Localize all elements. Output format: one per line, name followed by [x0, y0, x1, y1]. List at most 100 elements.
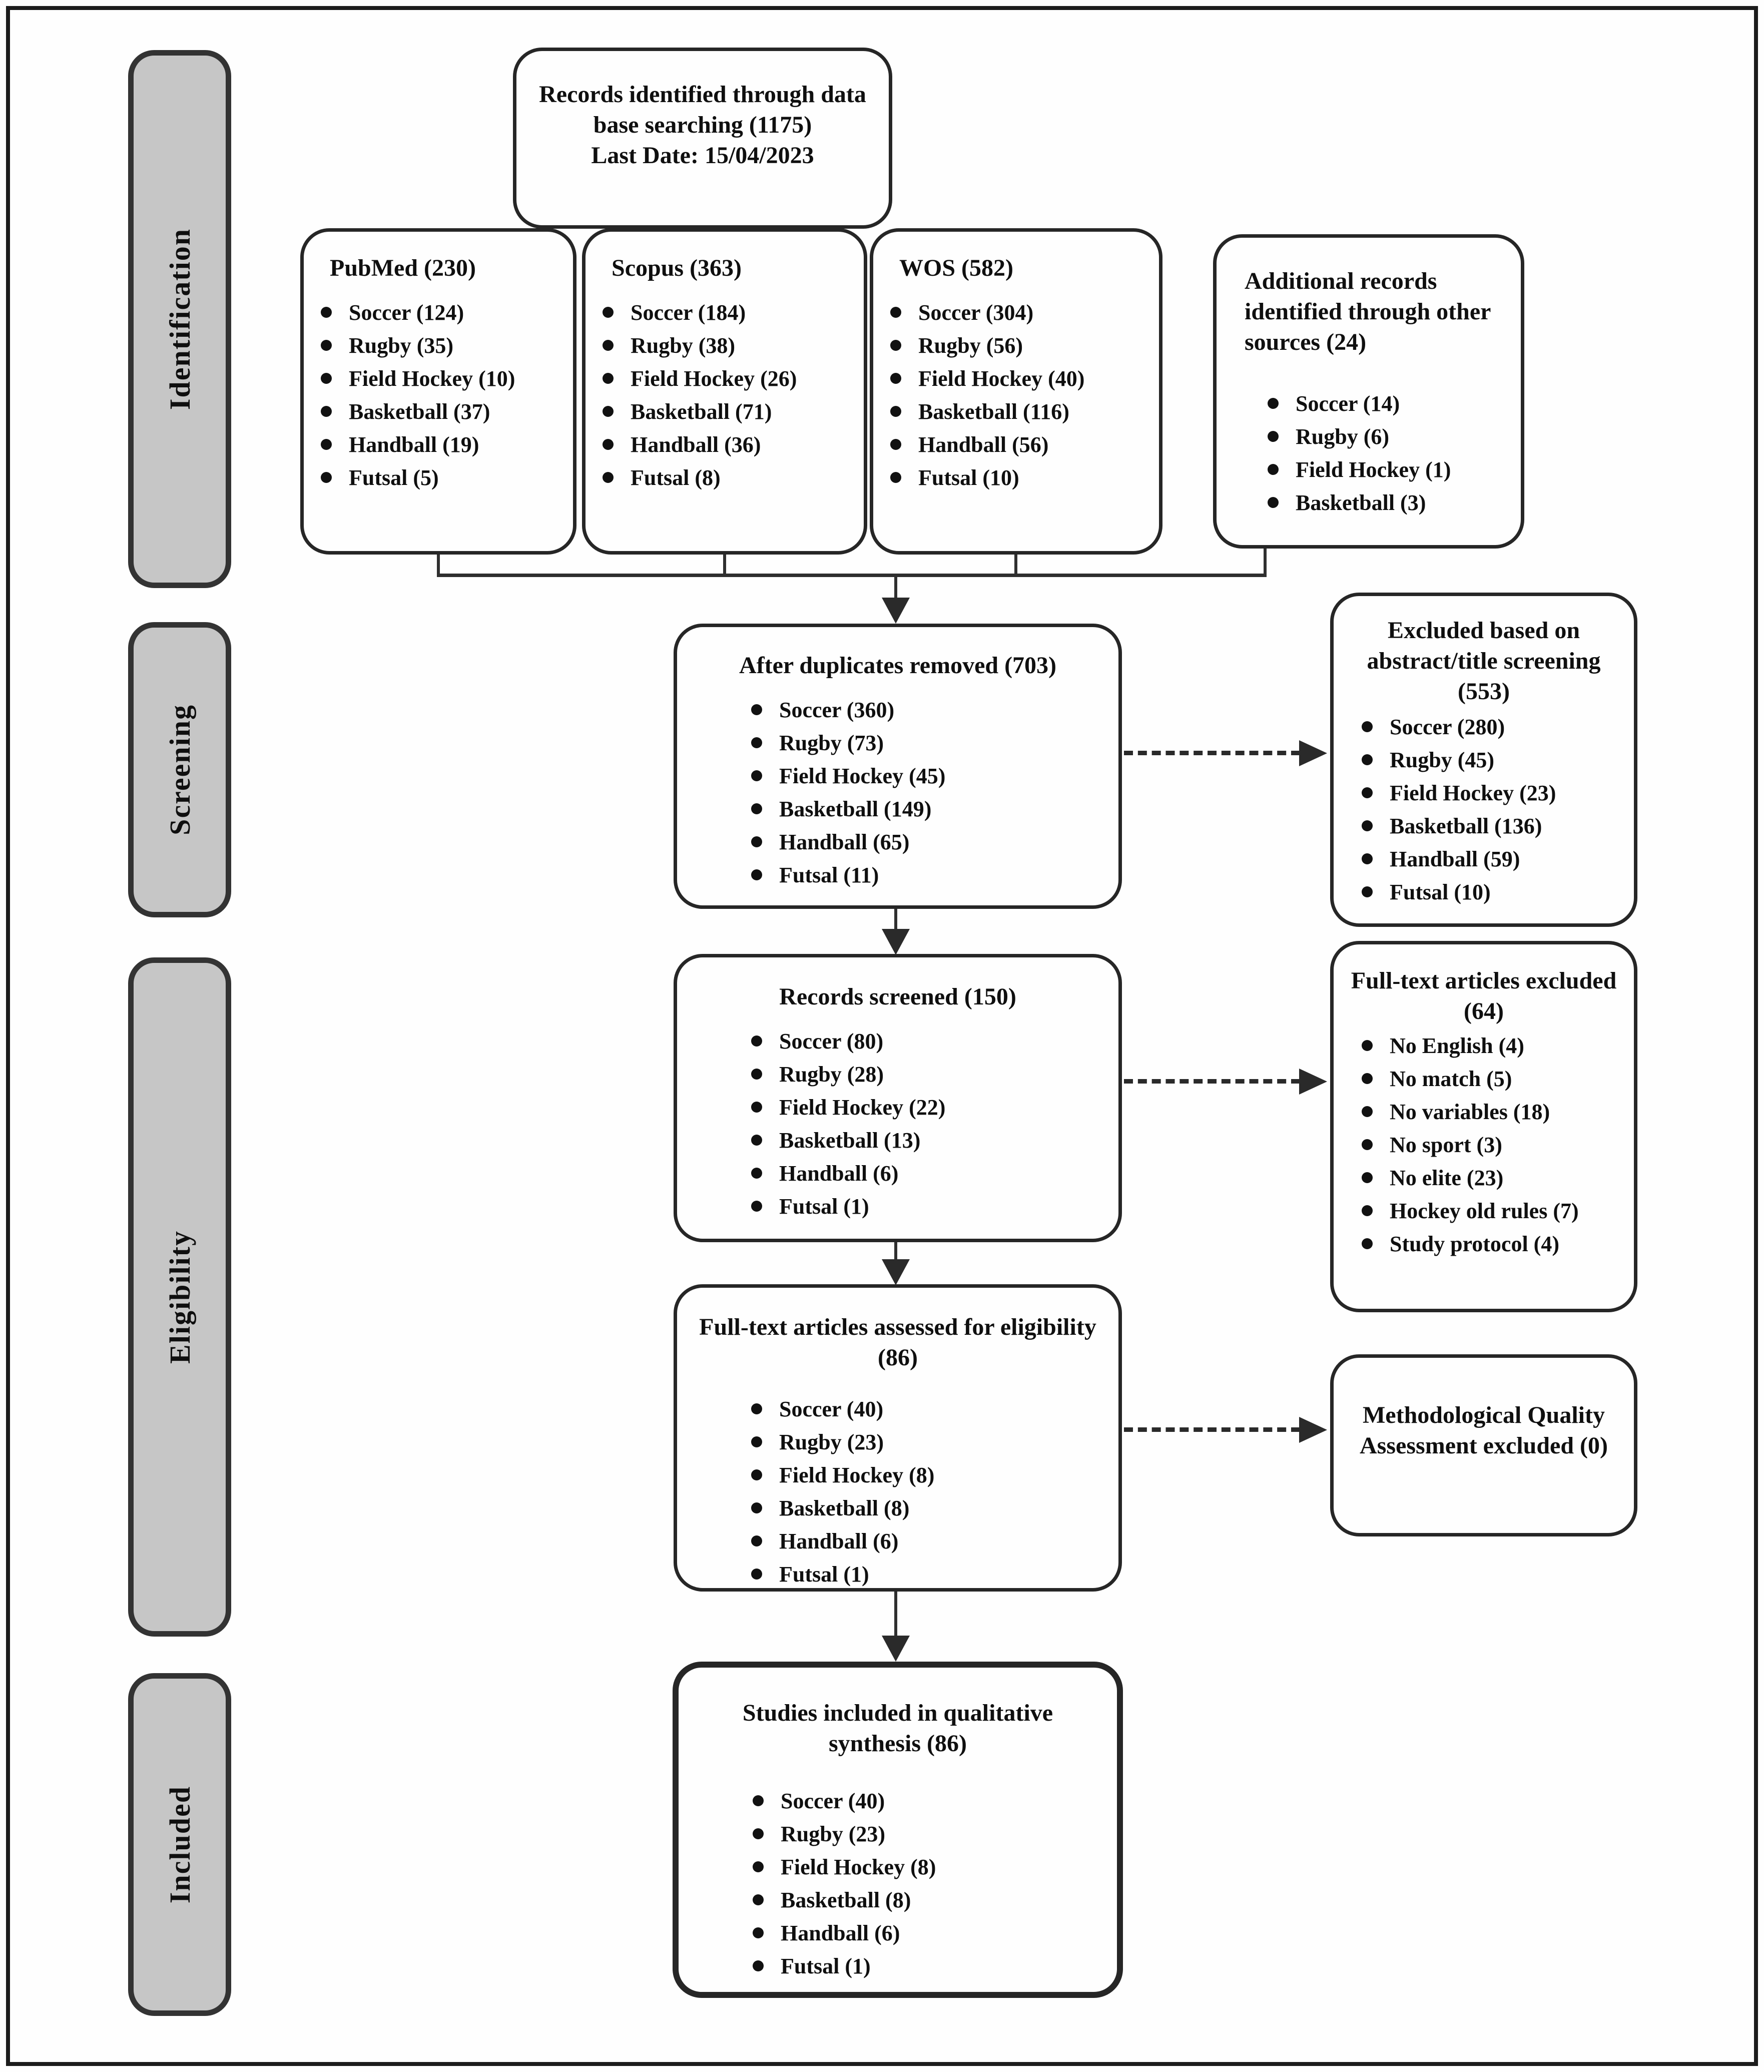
list-item: Handball (65): [748, 826, 1118, 859]
sport-count-list: Soccer (360)Rugby (73)Field Hockey (45)B…: [748, 694, 1118, 892]
sport-count-list: Soccer (40)Rugby (23)Field Hockey (8)Bas…: [748, 1393, 1118, 1591]
diagram-border-frame: [6, 6, 1758, 2066]
list-item: No English (4): [1359, 1029, 1634, 1063]
list-item: Basketball (149): [748, 793, 1118, 826]
list-item: Soccer (80): [748, 1025, 1118, 1058]
sport-count-list: Soccer (80)Rugby (28)Field Hockey (22)Ba…: [748, 1025, 1118, 1223]
list-item: Rugby (28): [748, 1058, 1118, 1091]
box-studies-included: Studies included in qualitative synthesi…: [673, 1662, 1123, 1998]
list-item: Basketball (8): [748, 1492, 1118, 1525]
list-item: No elite (23): [1359, 1162, 1634, 1195]
list-item: Futsal (5): [318, 461, 573, 494]
list-item: Soccer (14): [1265, 387, 1521, 420]
sport-count-list: Soccer (184)Rugby (38)Field Hockey (26)B…: [600, 296, 864, 494]
phase-label-text: Eligibility: [163, 1230, 196, 1364]
arrow-down-icon: [882, 1259, 910, 1285]
list-item: Rugby (23): [748, 1426, 1118, 1459]
phase-label-screening: Screening: [128, 622, 231, 917]
phase-label-text: Identification: [163, 228, 196, 410]
connector-wos-stub: [1014, 555, 1017, 576]
arrow-right-icon: [1299, 1417, 1327, 1443]
list-item: Soccer (40): [750, 1785, 1117, 1818]
list-item: Futsal (10): [887, 461, 1159, 494]
box-mqa-excluded: Methodological Quality Assessment exclud…: [1330, 1354, 1637, 1536]
phase-label-eligibility: Eligibility: [128, 957, 231, 1637]
arrow-right-icon: [1299, 1069, 1327, 1095]
list-item: Futsal (1): [748, 1558, 1118, 1591]
list-item: Field Hockey (26): [600, 362, 864, 395]
box-after-duplicates: After duplicates removed (703) Soccer (3…: [674, 624, 1122, 909]
list-item: No match (5): [1359, 1063, 1634, 1096]
list-item: Futsal (8): [600, 461, 864, 494]
list-item: Basketball (71): [600, 395, 864, 428]
list-item: Field Hockey (23): [1359, 777, 1634, 810]
connector-other-stub: [1264, 549, 1267, 576]
connector-dashed-screening: [1124, 751, 1300, 755]
connector-merge-line: [437, 574, 1267, 577]
box-title: Full-text articles excluded (64): [1351, 967, 1617, 1024]
list-item: Field Hockey (8): [750, 1851, 1117, 1884]
connector-scopus-stub: [723, 555, 726, 576]
list-item: Handball (6): [748, 1525, 1118, 1558]
connector-screened-to-assessed: [894, 1242, 897, 1261]
list-item: Soccer (280): [1359, 711, 1634, 744]
box-title: Records identified through data base sea…: [539, 81, 866, 138]
list-item: Handball (56): [887, 428, 1159, 461]
list-item: Futsal (11): [748, 859, 1118, 892]
box-title: Full-text articles assessed for eligibil…: [699, 1314, 1096, 1371]
list-item: Field Hockey (40): [887, 362, 1159, 395]
connector-duplicates-to-screened: [894, 909, 897, 931]
box-title: Excluded based on abstract/title screeni…: [1367, 617, 1601, 705]
list-item: Handball (19): [318, 428, 573, 461]
list-item: Rugby (23): [750, 1818, 1117, 1851]
list-item: Rugby (38): [600, 329, 864, 362]
box-title: After duplicates removed (703): [739, 652, 1057, 679]
list-item: Soccer (40): [748, 1393, 1118, 1426]
arrow-down-icon: [882, 1636, 910, 1662]
connector-pubmed-stub: [437, 555, 440, 576]
list-item: Futsal (10): [1359, 876, 1634, 909]
list-item: Study protocol (4): [1359, 1228, 1634, 1261]
list-item: No sport (3): [1359, 1129, 1634, 1162]
sport-count-list: Soccer (14)Rugby (6)Field Hockey (1)Bask…: [1265, 387, 1521, 520]
box-title: Scopus (363): [612, 255, 742, 281]
box-title: PubMed (230): [330, 255, 476, 281]
list-item: Rugby (73): [748, 727, 1118, 760]
box-subtitle: Last Date: 15/04/2023: [591, 142, 814, 169]
list-item: Rugby (35): [318, 329, 573, 362]
list-item: Handball (36): [600, 428, 864, 461]
list-item: Soccer (184): [600, 296, 864, 329]
list-item: Futsal (1): [748, 1190, 1118, 1223]
list-item: Hockey old rules (7): [1359, 1195, 1634, 1228]
list-item: Basketball (116): [887, 395, 1159, 428]
box-excluded-abstract-title: Excluded based on abstract/title screeni…: [1330, 593, 1637, 927]
box-wos: WOS (582) Soccer (304)Rugby (56)Field Ho…: [870, 228, 1162, 555]
connector-dashed-mqa: [1124, 1427, 1300, 1432]
list-item: Field Hockey (45): [748, 760, 1118, 793]
phase-label-text: Included: [163, 1785, 196, 1904]
list-item: Rugby (6): [1265, 420, 1521, 453]
box-pubmed: PubMed (230) Soccer (124)Rugby (35)Field…: [300, 228, 576, 555]
list-item: Basketball (37): [318, 395, 573, 428]
box-title: Additional records identified through ot…: [1245, 268, 1491, 355]
phase-label-identification: Identification: [128, 50, 231, 588]
sport-count-list: Soccer (280)Rugby (45)Field Hockey (23)B…: [1359, 711, 1634, 909]
box-title: Studies included in qualitative synthesi…: [742, 1700, 1053, 1757]
box-title: Methodological Quality Assessment exclud…: [1360, 1402, 1608, 1459]
phase-label-included: Included: [128, 1673, 231, 2016]
box-records-identified: Records identified through data base sea…: [513, 48, 892, 229]
phase-label-text: Screening: [163, 704, 196, 835]
box-fulltext-assessed: Full-text articles assessed for eligibil…: [674, 1284, 1122, 1592]
box-fulltext-excluded: Full-text articles excluded (64) No Engl…: [1330, 941, 1637, 1312]
sport-count-list: Soccer (40)Rugby (23)Field Hockey (8)Bas…: [750, 1785, 1117, 1983]
list-item: Field Hockey (10): [318, 362, 573, 395]
list-item: Handball (6): [750, 1917, 1117, 1950]
box-other-sources: Additional records identified through ot…: [1213, 234, 1524, 549]
list-item: Basketball (3): [1265, 486, 1521, 520]
list-item: Handball (59): [1359, 843, 1634, 876]
list-item: No variables (18): [1359, 1096, 1634, 1129]
list-item: Basketball (136): [1359, 810, 1634, 843]
box-title: Records screened (150): [779, 983, 1016, 1010]
sport-count-list: Soccer (304)Rugby (56)Field Hockey (40)B…: [887, 296, 1159, 494]
connector-merge-to-duplicates: [894, 576, 897, 600]
